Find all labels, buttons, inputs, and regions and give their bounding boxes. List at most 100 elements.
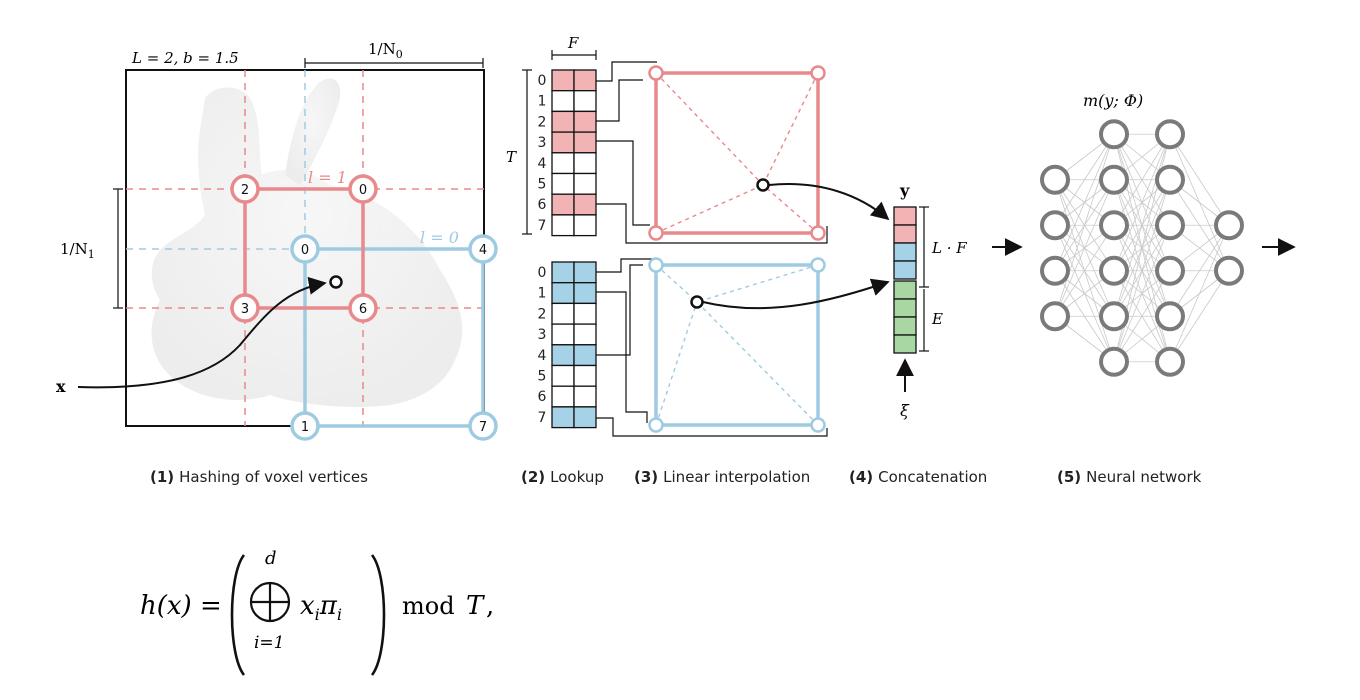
table-cell	[573, 385, 597, 408]
neuron	[1214, 210, 1244, 241]
params-label: L = 2, b = 1.5	[131, 49, 239, 67]
panel-hashing: l = 1 l = 0 2 0 3 6 0 4 1	[56, 40, 498, 486]
feature-cell	[893, 224, 917, 244]
neuron	[1155, 301, 1185, 332]
table-cell	[573, 323, 597, 346]
table-cell	[551, 302, 575, 325]
table-cell	[573, 90, 597, 113]
x-label: x	[56, 377, 66, 396]
red-vertex-6: 6	[348, 293, 378, 323]
svg-text:0: 0	[301, 243, 309, 258]
feature-cell	[893, 206, 917, 226]
hash-equation: h(x) = d i=1 xiπi mod T ,	[140, 548, 494, 676]
table-cell	[551, 385, 575, 408]
svg-text:1/N0: 1/N0	[368, 40, 403, 61]
network-edge	[1113, 134, 1171, 271]
n1-dimension: 1/N1	[60, 188, 123, 309]
blue-vertex-4: 4	[468, 234, 498, 264]
interp-point-level-0	[690, 295, 704, 309]
table-cell	[573, 302, 597, 325]
red-vertex-2: 2	[230, 174, 260, 204]
x-input-arrow	[77, 276, 327, 389]
x-point	[329, 275, 343, 289]
neuron	[1155, 255, 1185, 286]
level-0-label: l = 0	[420, 228, 459, 247]
network-edges	[1054, 133, 1230, 363]
equation-mod: mod	[402, 592, 455, 620]
xor-sum-icon	[249, 581, 291, 623]
svg-text:4: 4	[479, 243, 487, 258]
caption-5: (5)Neural network	[1057, 468, 1202, 486]
table-index: 6	[538, 389, 547, 405]
svg-text:0: 0	[359, 183, 367, 198]
level-1-label: l = 1	[308, 168, 347, 187]
panel-concatenation: y L · F E ξ (4)Concatenation	[849, 181, 1023, 486]
voxel-level-1	[243, 187, 365, 310]
equation-modulus: T	[466, 591, 485, 621]
table-cell	[573, 172, 597, 195]
neuron	[1099, 210, 1129, 241]
network-edge	[1054, 134, 1115, 317]
left-paren	[230, 554, 246, 676]
network-edge	[1113, 270, 1171, 362]
blue-vertex-7: 7	[468, 411, 498, 441]
table-cell	[573, 110, 597, 133]
svg-text:1: 1	[301, 420, 309, 435]
feature-cell	[893, 242, 917, 262]
neuron	[1214, 255, 1244, 286]
interp-corner	[810, 225, 826, 241]
caption-4: (4)Concatenation	[849, 468, 987, 486]
feature-cell	[893, 316, 917, 336]
svg-text:3: 3	[241, 302, 249, 317]
table-index: 0	[538, 73, 547, 89]
network-edge	[1169, 134, 1230, 226]
red-lookup-connectors	[596, 61, 828, 244]
table-cell	[551, 282, 575, 305]
table-index: 5	[538, 369, 547, 385]
table-cell	[551, 344, 575, 367]
table-cell	[573, 214, 597, 237]
table-cell	[551, 90, 575, 113]
table-index: 1	[538, 286, 547, 302]
neuron	[1040, 301, 1070, 332]
table-index: 2	[538, 306, 547, 322]
table-index: 7	[538, 410, 547, 426]
table-index: 3	[538, 327, 547, 343]
table-index: 1	[538, 94, 547, 110]
network-edge	[1113, 179, 1171, 362]
network-edge	[1054, 134, 1115, 271]
panel-interpolation: (3)Linear interpolation	[634, 65, 890, 486]
neuron	[1155, 119, 1185, 150]
network-edge	[1054, 225, 1115, 317]
svg-text:6: 6	[359, 302, 367, 317]
interp-corner	[810, 417, 826, 433]
table-cell	[573, 261, 597, 284]
neuron	[1040, 210, 1070, 241]
interp-arrow-level-0	[702, 278, 890, 310]
feature-cell	[893, 260, 917, 280]
neuron	[1099, 164, 1129, 195]
table-index: 6	[538, 197, 547, 213]
table-cell	[551, 323, 575, 346]
equation-lhs: h(x) =	[140, 591, 222, 621]
network-edge	[1054, 134, 1115, 226]
xi-label: ξ	[900, 401, 910, 420]
network-edge	[1113, 134, 1171, 226]
network-neurons	[1040, 119, 1244, 377]
table-index: 4	[538, 156, 547, 172]
table-cell	[551, 152, 575, 175]
xor-lower-bound: i=1	[254, 633, 285, 653]
table-cell	[573, 131, 597, 154]
lf-label: L · F	[931, 239, 967, 257]
right-paren	[370, 554, 386, 676]
table-cell	[573, 152, 597, 175]
interp-corner	[648, 417, 664, 433]
neuron	[1040, 164, 1070, 195]
caption-2: (2)Lookup	[521, 468, 604, 486]
equation-comma: ,	[486, 591, 494, 621]
interp-arrow-level-1	[768, 183, 890, 221]
network-edge	[1169, 270, 1230, 362]
